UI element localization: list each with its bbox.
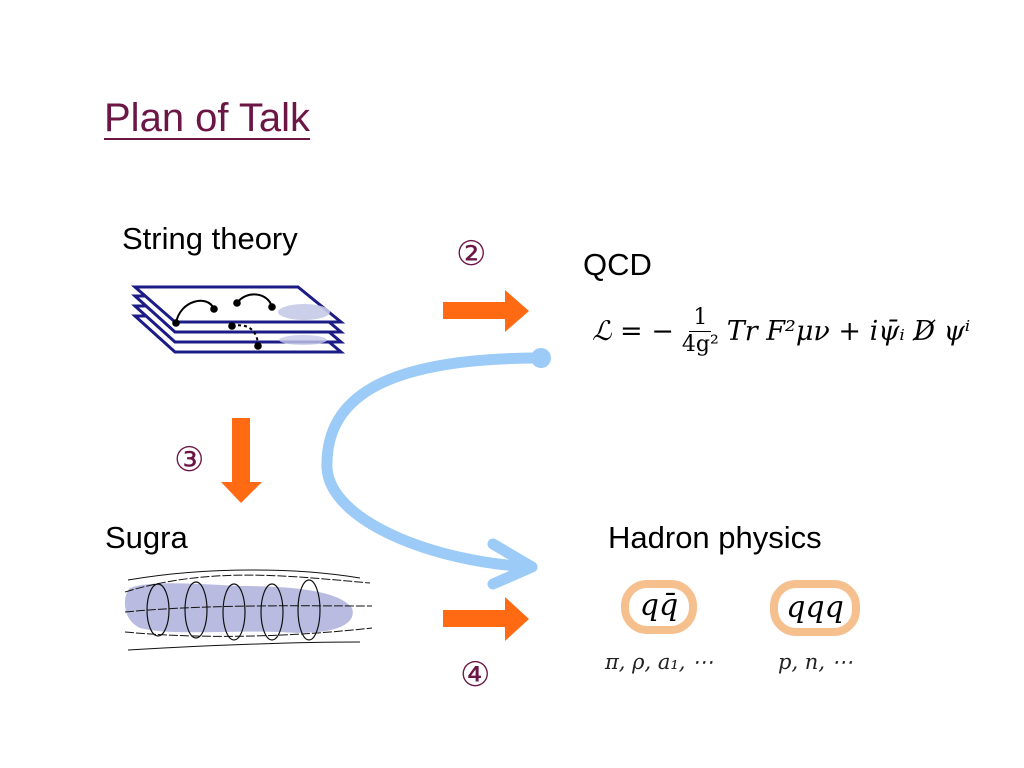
qcd-label: QCD bbox=[583, 247, 652, 282]
step-4-marker: ④ bbox=[460, 656, 491, 694]
lagrangian-lhs: ℒ = − bbox=[592, 315, 674, 347]
arrow-sugra-to-hadron bbox=[443, 597, 529, 641]
string-theory-label: String theory bbox=[122, 221, 298, 256]
fraction-numerator: 1 bbox=[689, 305, 712, 332]
baryon-quark-content: qqq bbox=[786, 590, 844, 625]
baryon-blob bbox=[770, 580, 860, 636]
fraction-denominator: 4g² bbox=[681, 331, 719, 357]
lagrangian-fraction: 1 4g² bbox=[678, 305, 723, 357]
hadron-physics-label: Hadron physics bbox=[608, 520, 822, 555]
sugra-label: Sugra bbox=[105, 520, 188, 555]
slide-title: Plan of Talk bbox=[104, 96, 311, 140]
meson-examples: π, ρ, a₁, ⋯ bbox=[605, 650, 714, 674]
qcd-lagrangian: ℒ = − 1 4g² Tr F²μν + iψ̄ᵢ D̸ ψⁱ bbox=[592, 296, 970, 366]
curved-arrow-qcd-to-hadron bbox=[321, 348, 551, 590]
meson-blob bbox=[621, 580, 697, 634]
d-brane-stack-illustration bbox=[131, 285, 346, 354]
arrow-string-to-sugra bbox=[221, 418, 262, 503]
baryon-examples: p, n, ⋯ bbox=[778, 650, 853, 674]
step-3-marker: ③ bbox=[174, 441, 205, 479]
lagrangian-rest: Tr F²μν + iψ̄ᵢ D̸ ψⁱ bbox=[726, 315, 971, 347]
step-2-marker: ② bbox=[456, 235, 487, 273]
meson-quark-content: qq̄ bbox=[639, 588, 679, 623]
arrow-string-to-qcd bbox=[443, 290, 529, 332]
sugra-geometry-illustration bbox=[124, 569, 373, 651]
